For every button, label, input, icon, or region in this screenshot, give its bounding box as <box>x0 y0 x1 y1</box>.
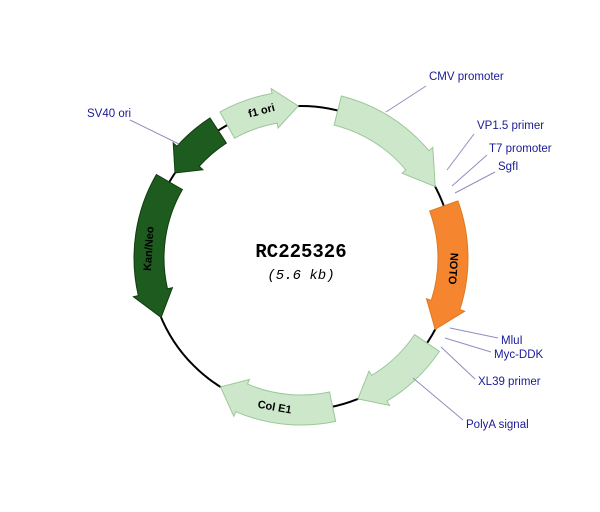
feature-label-col-e1: Col E1 <box>257 399 293 417</box>
callout-label-vp15-primer: VP1.5 primer <box>477 120 544 132</box>
callout-line-sv40-ori <box>129 119 180 145</box>
callout-label-sgfi-site: SgfI <box>498 161 518 173</box>
plasmid-size-label: (5.6 kb) <box>267 268 334 284</box>
callout-line-sgfi-site <box>454 171 496 194</box>
feature-label-kan-neo: Kan/Neo <box>142 226 157 272</box>
feature-arrow-polya-signal <box>357 333 441 407</box>
callout-line-polya-signal <box>412 377 464 421</box>
callout-line-t7-promoter <box>451 154 488 187</box>
feature-arrow-col-e1 <box>219 378 337 426</box>
callout-line-xl39-primer <box>440 346 476 380</box>
plasmid-title: RC225326 <box>255 241 346 263</box>
feature-arrow-cmv-promoter <box>333 95 436 188</box>
feature-arrow-sv40-ori <box>172 117 228 174</box>
callout-line-myc-ddk <box>444 337 492 353</box>
feature-arrow-noto-gene <box>425 200 469 331</box>
callout-label-sv40-ori: SV40 ori <box>87 108 131 120</box>
callout-line-vp15-primer <box>446 133 475 171</box>
feature-arrow-f1-ori <box>219 87 300 139</box>
callout-line-cmv-promoter <box>385 85 427 113</box>
callout-label-t7-promoter: T7 promoter <box>489 143 552 155</box>
callout-line-mlui-site <box>449 327 499 339</box>
callout-label-myc-ddk: Myc-DDK <box>494 349 544 361</box>
callout-label-xl39-primer: XL39 primer <box>478 376 541 388</box>
feature-label-noto-gene: NOTO <box>446 252 460 285</box>
callout-label-polya-signal: PolyA signal <box>466 419 529 431</box>
feature-arrow-kan-neo <box>132 173 184 319</box>
callout-label-mlui-site: MluI <box>501 335 523 347</box>
callout-label-cmv-promoter: CMV promoter <box>429 71 504 83</box>
